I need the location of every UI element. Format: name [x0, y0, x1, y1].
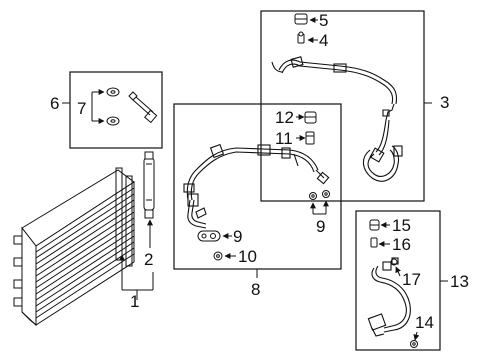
callout-7: 7 [77, 99, 87, 118]
ac-line-3 [271, 56, 403, 182]
callout-4: 4 [319, 31, 329, 50]
callout-11: 11 [275, 129, 293, 148]
seal-10 [213, 251, 223, 261]
receiver-drier [143, 151, 155, 219]
ac-line-8 [183, 143, 330, 229]
seal-17 [390, 258, 398, 266]
group-box-7 [69, 71, 163, 149]
callout-8: 8 [251, 280, 261, 299]
callout-5: 5 [319, 11, 329, 30]
callout-10: 10 [238, 247, 257, 266]
ac-line-13 [367, 257, 411, 337]
callout-9-right: 9 [316, 217, 326, 236]
seal-kit [106, 87, 158, 126]
callout-13: 13 [450, 272, 469, 291]
callout-14: 14 [415, 313, 434, 332]
callout-12: 12 [275, 108, 294, 127]
valve-11 [305, 131, 315, 145]
callout-3: 3 [440, 93, 450, 112]
valve-15 [369, 219, 380, 231]
callout-16: 16 [392, 235, 411, 254]
cap-12 [304, 111, 317, 124]
callout-2: 2 [144, 250, 154, 269]
gasket-9-left [197, 230, 221, 242]
valve-16 [370, 237, 378, 248]
callout-1: 1 [130, 292, 140, 311]
callout-15: 15 [392, 216, 411, 235]
group-box-3 [260, 10, 425, 202]
leader-lines [62, 17, 448, 341]
callout-9-left: 9 [233, 227, 243, 246]
condenser [13, 167, 135, 327]
seals-9-right [309, 190, 330, 200]
callout-17: 17 [402, 270, 421, 289]
callout-6: 6 [50, 94, 60, 113]
valve-core-4 [297, 31, 305, 44]
group-box-8 [173, 103, 342, 270]
cap-5 [294, 13, 308, 25]
seal-14 [410, 340, 418, 348]
